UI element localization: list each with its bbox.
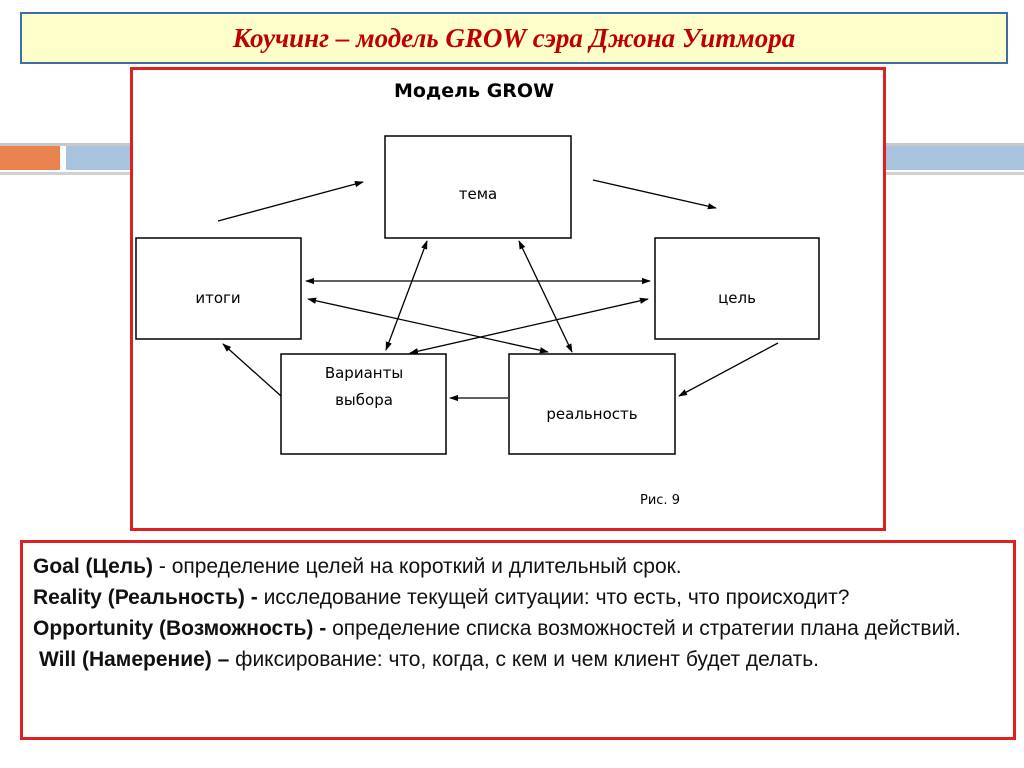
arrow-cel-to-realnost — [678, 342, 779, 397]
arrow-cel-varianty — [409, 297, 649, 355]
definition-text: фиксирование: что, когда, с кем и чем кл… — [235, 648, 820, 671]
definition-separator: – — [211, 648, 236, 671]
definition-separator: - — [313, 617, 333, 640]
definition-term: Opportunity (Возможность) — [33, 617, 314, 640]
arrow-tema-to-cel — [592, 179, 717, 210]
arrow-tema-varianty — [385, 240, 428, 351]
definition-separator: - — [244, 586, 264, 609]
node-varianty-label-2: выбора — [335, 391, 393, 409]
arrow-tema-realnost — [518, 240, 573, 353]
slide-title-box: Коучинг – модель GROW сэра Джона Уитмора — [20, 12, 1008, 64]
node-varianty: Варианты выбора — [280, 353, 447, 455]
definitions-box: Goal (Цель) - определение целей на корот… — [20, 540, 1016, 740]
node-tema: тема — [384, 135, 572, 239]
diagram-frame: Модель GROW тема итоги цель Варианты выб… — [130, 67, 886, 531]
node-itogi: итоги — [135, 237, 302, 340]
definition-opportunity: Opportunity (Возможность) - определение … — [33, 613, 1003, 644]
definition-goal: Goal (Цель) - определение целей на корот… — [33, 551, 1003, 582]
diagram-heading: Модель GROW — [394, 80, 554, 102]
arrow-varianty-to-itogi — [222, 343, 282, 397]
node-varianty-label-1: Варианты — [325, 364, 403, 382]
definition-term: Reality (Реальность) — [33, 586, 245, 609]
node-realnost: реальность — [508, 353, 676, 455]
grow-diagram: Модель GROW тема итоги цель Варианты выб… — [135, 80, 820, 508]
arrow-itogi-to-tema — [217, 181, 364, 222]
diagram-caption: Рис. 9 — [640, 493, 680, 508]
definition-text: определение целей на короткий и длительн… — [171, 555, 682, 578]
slide-title: Коучинг – модель GROW сэра Джона Уитмора — [232, 22, 796, 53]
decor-accent-orange — [0, 146, 60, 170]
node-itogi-label: итоги — [195, 289, 240, 307]
definition-text: исследование текущей ситуации: что есть,… — [263, 586, 850, 609]
definition-reality: Reality (Реальность) - исследование теку… — [33, 582, 1003, 613]
definition-term: Goal (Цель) — [33, 555, 154, 578]
definition-text: определение списка возможностей и страте… — [332, 617, 961, 640]
node-tema-label: тема — [459, 185, 497, 203]
node-cel-label: цель — [718, 289, 756, 307]
arrow-itogi-realnost — [307, 297, 549, 354]
node-cel: цель — [654, 237, 820, 340]
node-realnost-label: реальность — [546, 405, 637, 423]
definition-will: Will (Намерение) – фиксирование: что, ко… — [33, 644, 1003, 675]
definition-term: Will (Намерение) — [39, 648, 212, 671]
definition-separator: - — [153, 555, 172, 578]
